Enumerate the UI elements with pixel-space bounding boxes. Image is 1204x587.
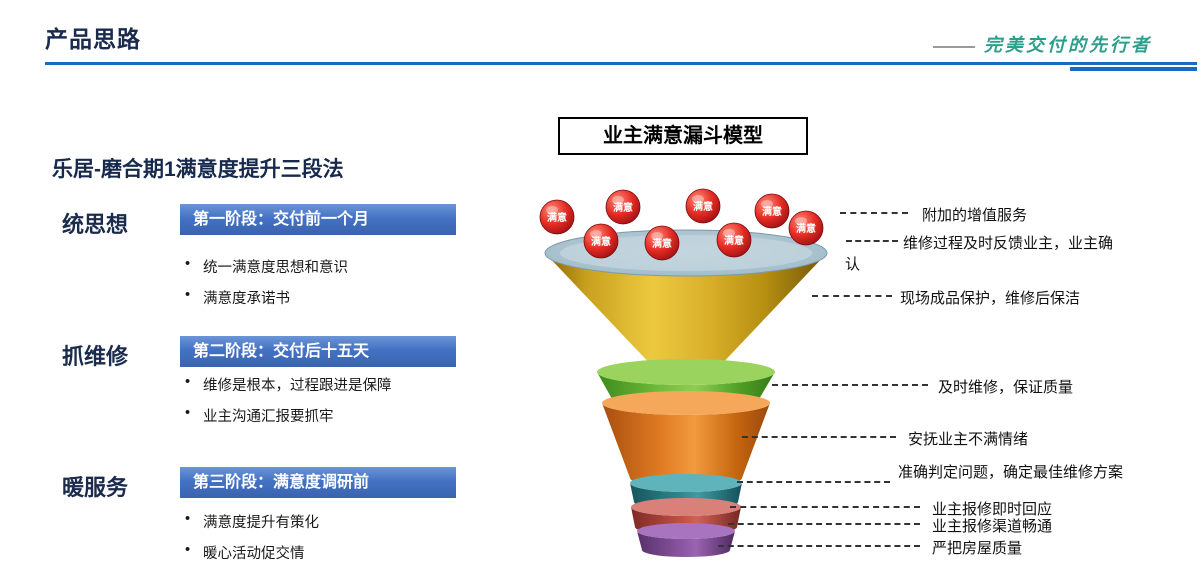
dashed-connector bbox=[742, 436, 896, 438]
satisfaction-ball: 满意 bbox=[539, 199, 575, 235]
svg-text:满意: 满意 bbox=[724, 234, 744, 247]
satisfaction-ball: 满意 bbox=[788, 210, 824, 246]
funnel-annotation: 维修过程及时反馈业主，业主确认 bbox=[845, 235, 1114, 273]
funnel-annotation: 严把房屋质量 bbox=[932, 540, 1023, 557]
dashed-connector bbox=[772, 384, 928, 386]
bullet-item: 满意度承诺书 bbox=[183, 287, 348, 308]
slogan-text: 完美交付的先行者 bbox=[984, 35, 1152, 55]
bullet-item: 暖心活动促交情 bbox=[183, 542, 319, 563]
dashed-connector bbox=[718, 545, 920, 547]
satisfaction-ball: 满意 bbox=[605, 189, 641, 225]
funnel-stage-orange bbox=[602, 403, 770, 487]
svg-text:满意: 满意 bbox=[591, 235, 611, 248]
funnel-stage-purple-top bbox=[637, 523, 735, 539]
svg-text:满意: 满意 bbox=[547, 211, 567, 224]
svg-text:满意: 满意 bbox=[796, 222, 816, 235]
dashed-connector bbox=[846, 240, 898, 242]
dashed-connector bbox=[730, 506, 920, 508]
section-label-warm-service: 暖服务 bbox=[62, 475, 129, 500]
bullet-item: 业主沟通汇报要抓牢 bbox=[183, 405, 392, 426]
svg-text:满意: 满意 bbox=[693, 200, 713, 213]
dashed-connector bbox=[728, 523, 920, 525]
satisfaction-ball: 满意 bbox=[685, 188, 721, 224]
stage-banner-1: 第一阶段：交付前一个月 bbox=[180, 204, 456, 235]
slogan-dash-line bbox=[933, 46, 975, 48]
satisfaction-ball: 满意 bbox=[754, 193, 790, 229]
svg-text:满意: 满意 bbox=[652, 237, 672, 250]
stage-banner-2: 第二阶段：交付后十五天 bbox=[180, 336, 456, 367]
bullet-item: 满意度提升有策化 bbox=[183, 511, 319, 532]
funnel-stage-purple bbox=[637, 531, 735, 557]
funnel-annotation: 现场成品保护，维修后保洁 bbox=[900, 290, 1081, 307]
dashed-connector bbox=[812, 295, 892, 297]
dashed-connector bbox=[737, 481, 890, 483]
funnel-stage-green-top bbox=[597, 359, 775, 385]
funnel-annotation: 安抚业主不满情绪 bbox=[908, 431, 1029, 448]
funnel-annotation: 及时维修，保证质量 bbox=[938, 379, 1074, 396]
dashed-connector bbox=[840, 212, 908, 214]
left-panel-heading: 乐居-磨合期1满意度提升三段法 bbox=[52, 158, 344, 181]
funnel-title: 业主满意漏斗模型 bbox=[558, 117, 808, 155]
bullet-list-1: 统一满意度思想和意识 满意度承诺书 bbox=[183, 256, 348, 308]
funnel-stage-teal-top bbox=[630, 474, 742, 492]
funnel-stage-gold bbox=[545, 253, 827, 376]
bullet-item: 统一满意度思想和意识 bbox=[183, 256, 348, 277]
satisfaction-ball: 满意 bbox=[644, 225, 680, 261]
svg-text:满意: 满意 bbox=[613, 201, 633, 214]
funnel-stage-orange-top bbox=[602, 391, 770, 415]
svg-text:满意: 满意 bbox=[762, 205, 782, 218]
header-divider-line bbox=[45, 62, 1197, 65]
page-title: 产品思路 bbox=[45, 26, 141, 52]
bullet-list-3: 满意度提升有策化 暖心活动促交情 bbox=[183, 511, 319, 563]
funnel-stage-red-top bbox=[631, 498, 741, 516]
funnel-annotation: 业主报修即时回应 bbox=[932, 501, 1053, 518]
bullet-item: 维修是根本，过程跟进是保障 bbox=[183, 374, 392, 395]
header-divider-line-right bbox=[1070, 67, 1197, 71]
funnel-annotation: 附加的增值服务 bbox=[922, 207, 1028, 224]
funnel-annotation: 业主报修渠道畅通 bbox=[932, 518, 1053, 535]
funnel-annotation: 准确判定问题，确定最佳维修方案 bbox=[898, 464, 1124, 481]
section-label-unify-thinking: 统思想 bbox=[62, 212, 129, 237]
section-label-repairs: 抓维修 bbox=[62, 344, 129, 369]
stage-banner-3: 第三阶段：满意度调研前 bbox=[180, 467, 456, 498]
bullet-list-2: 维修是根本，过程跟进是保障 业主沟通汇报要抓牢 bbox=[183, 374, 392, 426]
satisfaction-ball: 满意 bbox=[583, 223, 619, 259]
satisfaction-ball: 满意 bbox=[716, 222, 752, 258]
